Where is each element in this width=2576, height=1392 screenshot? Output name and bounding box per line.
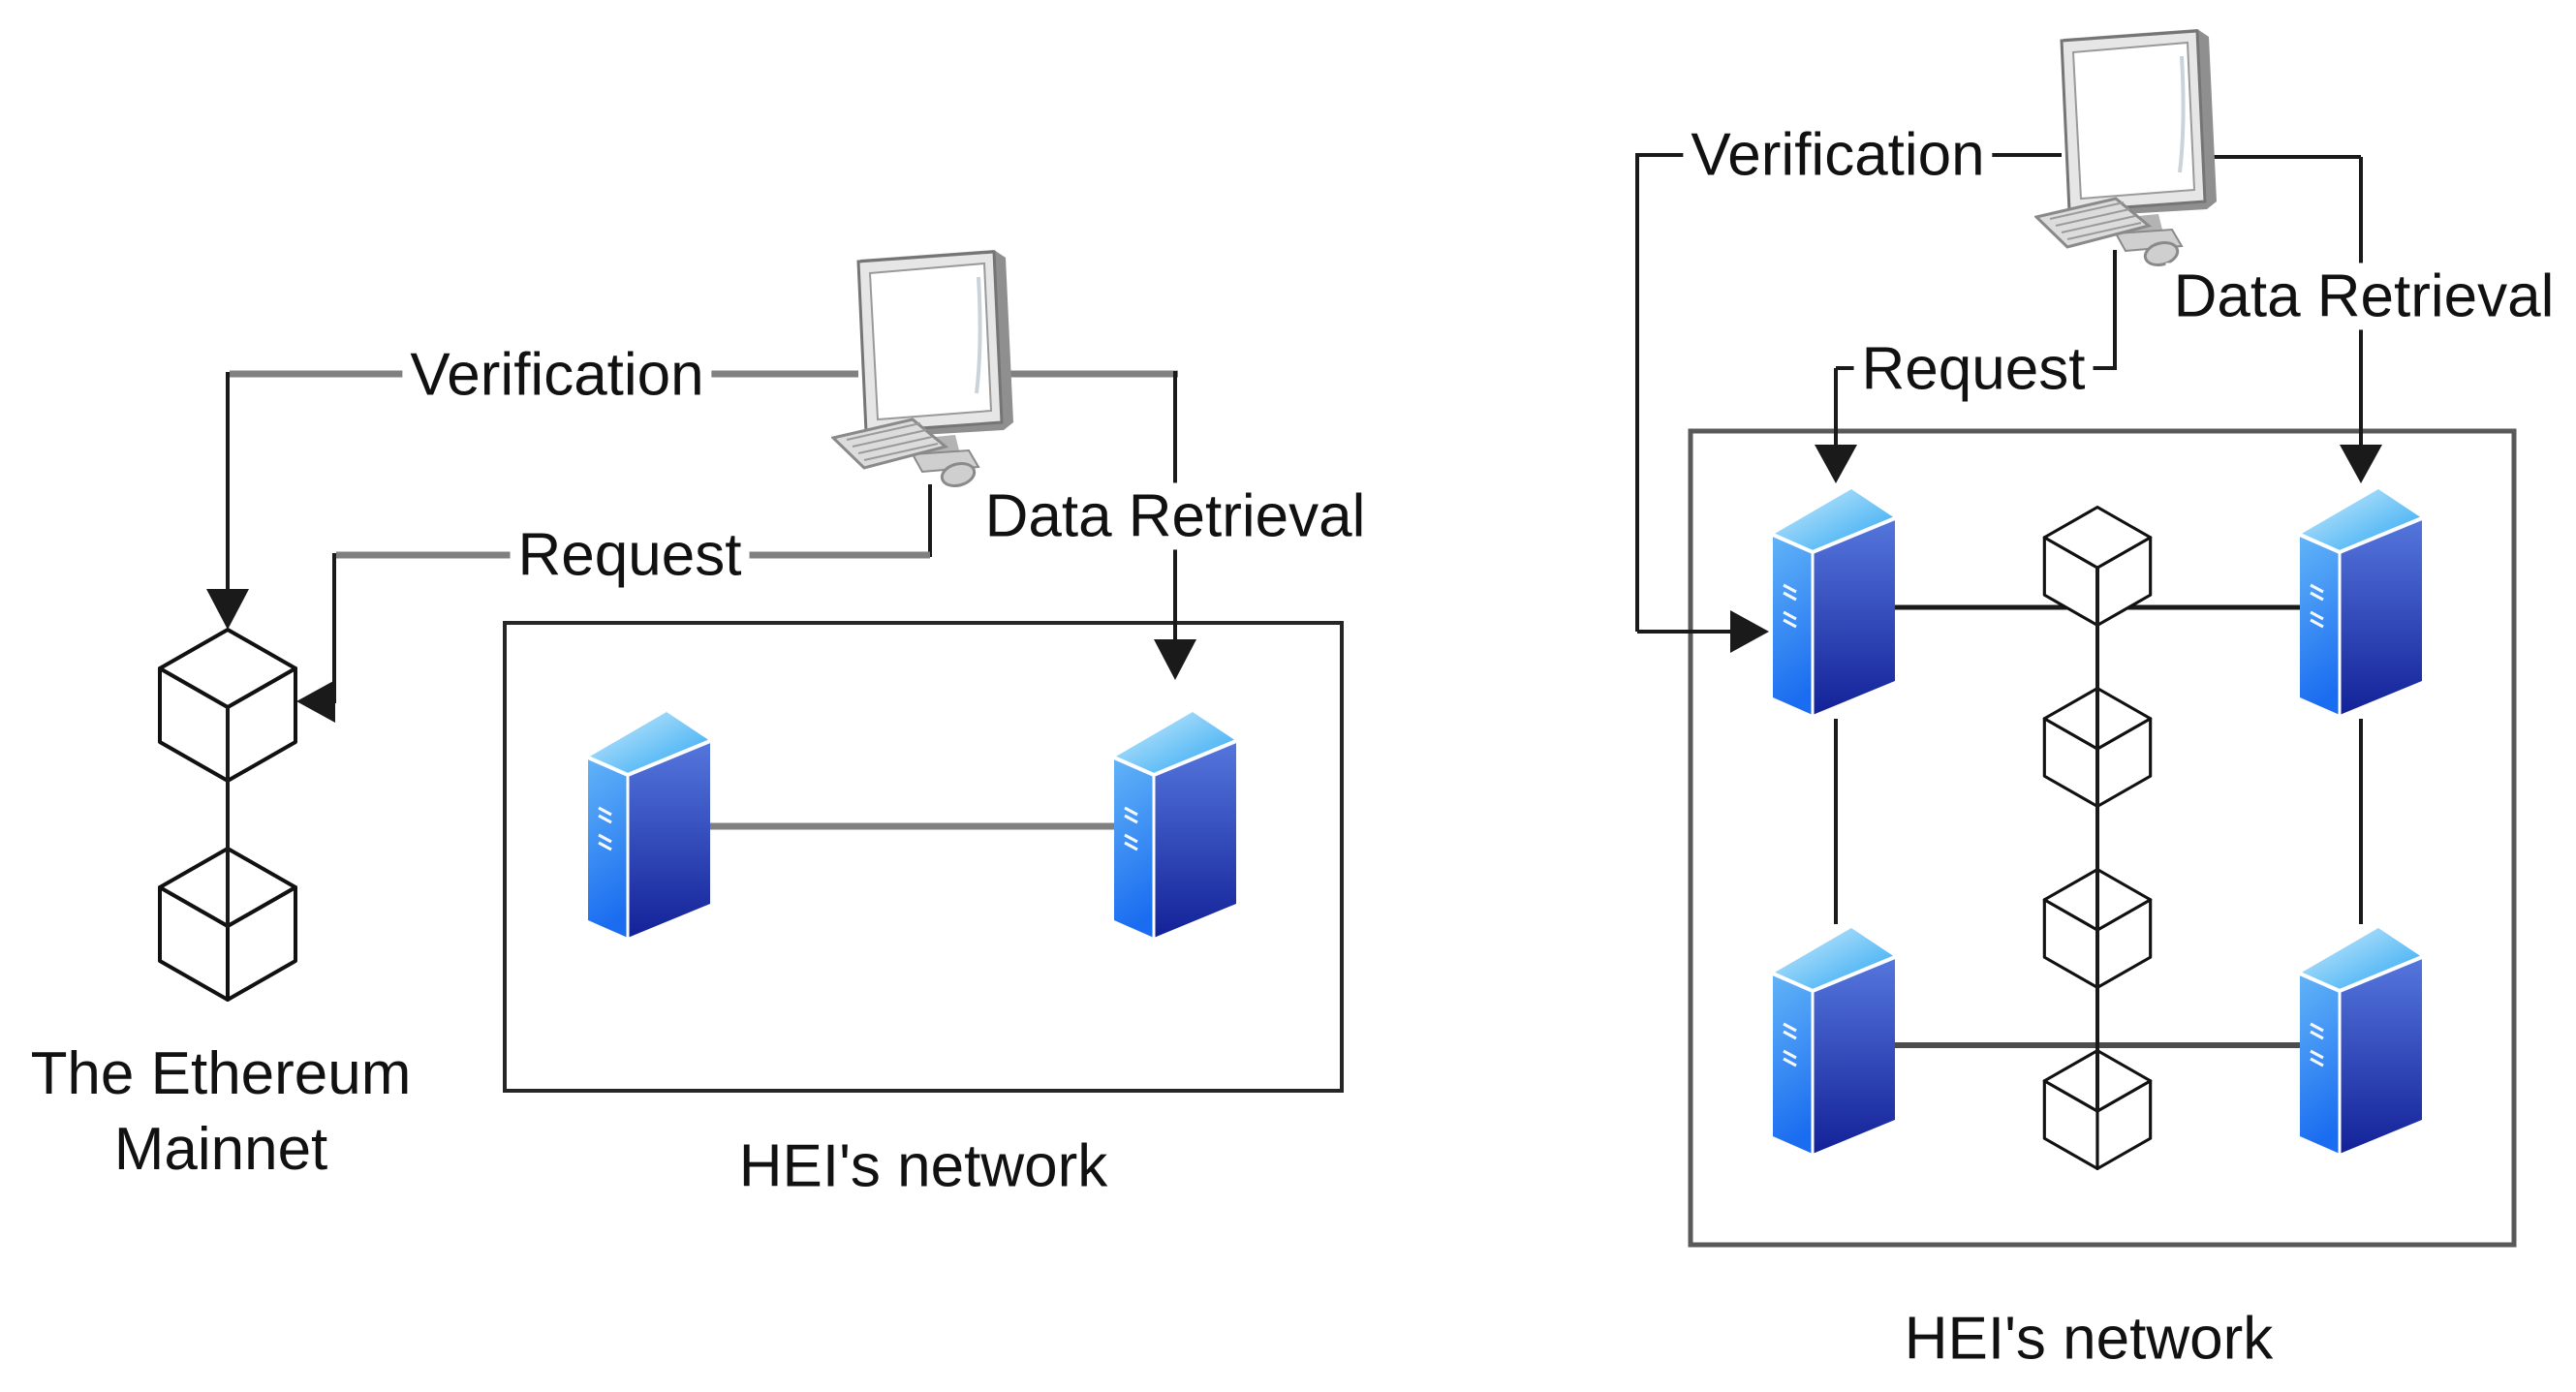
hei-network-box xyxy=(503,621,1344,1093)
arrowhead-down xyxy=(1154,639,1196,680)
ethereum-chain xyxy=(158,628,297,1002)
request-path xyxy=(296,484,932,723)
arrowhead-right xyxy=(1730,610,1769,653)
right-verification-label: Verification xyxy=(1683,121,1993,189)
arrowhead-left xyxy=(296,680,335,723)
arrowhead-down xyxy=(206,589,249,630)
left-data-retrieval-label: Data Retrieval xyxy=(977,482,1374,550)
right-request-label: Request xyxy=(1853,335,2094,403)
verification-path xyxy=(206,370,858,630)
left-network-label: HEI's network xyxy=(738,1132,1108,1200)
server-icon xyxy=(2298,487,2424,717)
server-icon xyxy=(2298,926,2424,1156)
computer-icon xyxy=(2034,27,2219,269)
left-request-label: Request xyxy=(510,521,750,589)
arrowhead-down xyxy=(1815,445,1857,483)
computer-icon xyxy=(831,248,1015,490)
hei-network-box xyxy=(1688,428,2517,1248)
right-panel xyxy=(1635,27,2517,1248)
server-icon xyxy=(1112,710,1238,940)
left-panel xyxy=(158,248,1344,1093)
ethereum-mainnet-label: The Ethereum Mainnet xyxy=(30,1039,412,1183)
right-network-label: HEI's network xyxy=(1904,1305,2274,1373)
blockchain-chain xyxy=(2042,506,2153,1170)
left-verification-label: Verification xyxy=(402,341,712,409)
server-icon xyxy=(1771,926,1897,1156)
arrowhead-down xyxy=(2340,445,2382,483)
right-data-retrieval-label: Data Retrieval xyxy=(2165,263,2562,330)
server-icon xyxy=(586,710,712,940)
server-icon xyxy=(1771,487,1897,717)
